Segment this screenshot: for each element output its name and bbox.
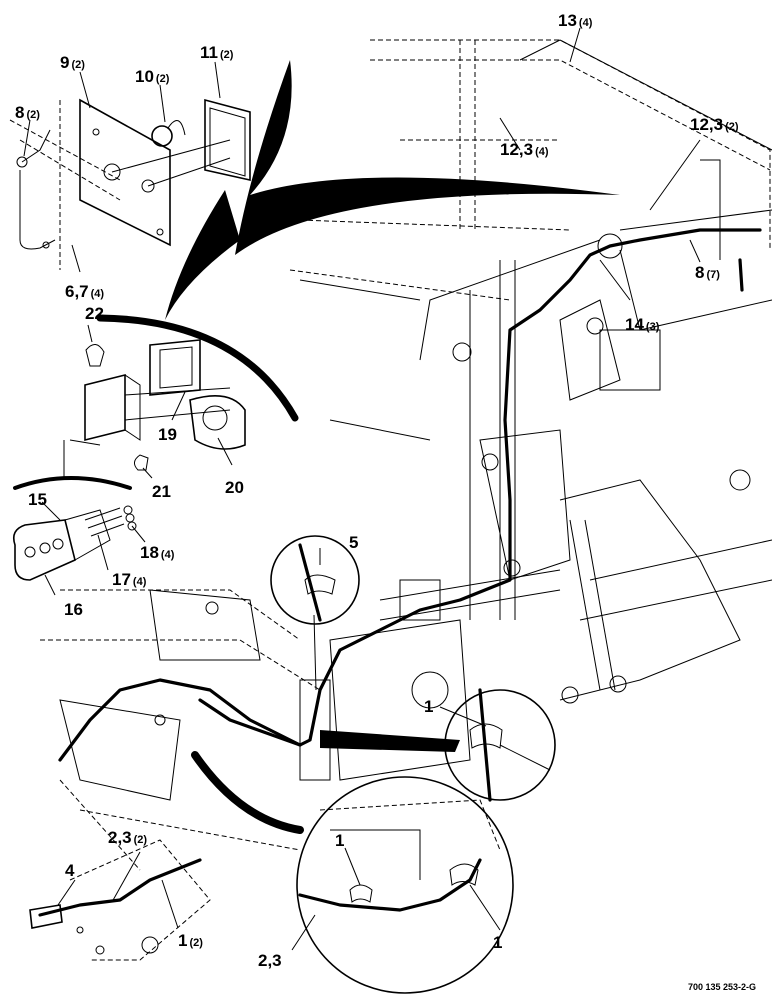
callout-22: 22 bbox=[85, 304, 104, 323]
callout-6-7: 6,7(4) bbox=[65, 282, 104, 301]
clamp-detail-5 bbox=[270, 535, 360, 625]
callout-1-right: 1 bbox=[424, 697, 433, 716]
callout-2-3-bottom: 2,3 bbox=[258, 951, 282, 970]
leader-lines bbox=[23, 27, 701, 951]
lamp-mounting-plate bbox=[79, 98, 171, 247]
callout-19: 19 bbox=[158, 425, 177, 444]
callout-16: 16 bbox=[64, 600, 83, 619]
drawing-code: 700 135 253-2-G bbox=[688, 982, 756, 992]
socket bbox=[134, 454, 149, 471]
lower-lamp-assembly bbox=[69, 339, 246, 471]
lamp-housing bbox=[204, 98, 251, 181]
harness-end-detail bbox=[29, 839, 211, 961]
callout-12-3-top: 12,3(4) bbox=[500, 140, 549, 159]
bulb bbox=[85, 344, 105, 367]
connector-housing bbox=[12, 519, 76, 581]
callout-4: 4 bbox=[65, 861, 75, 880]
callout-14: 14(3) bbox=[625, 315, 660, 334]
callout-1-bottom-right: 1 bbox=[493, 933, 502, 952]
lamp-grommet bbox=[151, 125, 173, 147]
callout-20: 20 bbox=[225, 478, 244, 497]
callout-17: 17(4) bbox=[112, 570, 147, 589]
upper-lamp-assembly bbox=[16, 98, 251, 250]
callout-11: 11(2) bbox=[200, 43, 234, 62]
callout-2-3-inset: 2,3(2) bbox=[108, 828, 147, 847]
callout-8-harness: 8(7) bbox=[695, 263, 720, 282]
clamp-detail-bottom bbox=[296, 776, 514, 994]
callout-15: 15 bbox=[28, 490, 47, 509]
wiring-harness bbox=[58, 228, 762, 762]
connector-assembly bbox=[12, 505, 137, 581]
callout-13: 13(4) bbox=[558, 11, 593, 30]
harness-connector bbox=[29, 904, 63, 929]
callout-labels: 13(4) 9(2) 10(2) 11(2) 8(2) 12,3(4) 12,3… bbox=[15, 11, 739, 970]
callout-1-inset: 1(2) bbox=[178, 931, 203, 950]
callout-1-bottom-left: 1 bbox=[335, 831, 344, 850]
callout-9: 9(2) bbox=[60, 53, 85, 72]
callout-12-3-right: 12,3(2) bbox=[690, 115, 739, 134]
clamp-detail-1 bbox=[444, 688, 556, 802]
lamp-bracket bbox=[84, 373, 126, 442]
callout-10: 10(2) bbox=[135, 67, 170, 86]
callout-18: 18(4) bbox=[140, 543, 175, 562]
detail-pointers bbox=[13, 60, 620, 834]
callout-8-top: 8(2) bbox=[15, 103, 40, 122]
lamp-base bbox=[189, 394, 246, 450]
machine-body-outline bbox=[59, 39, 772, 801]
callout-21: 21 bbox=[152, 482, 171, 501]
callout-5: 5 bbox=[349, 533, 358, 552]
